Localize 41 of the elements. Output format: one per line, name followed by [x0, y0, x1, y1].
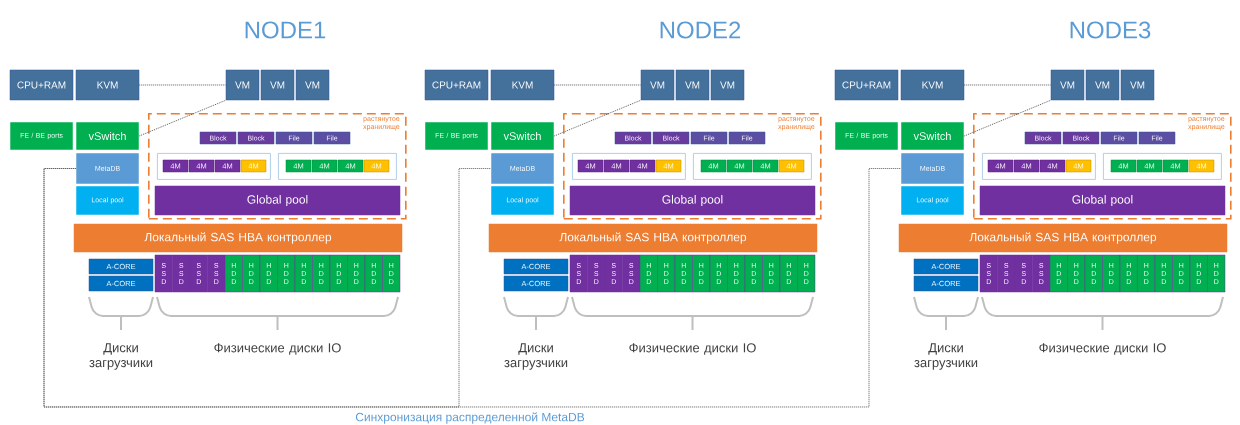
switch-box: vSwitch [900, 121, 965, 151]
connector-line [553, 84, 642, 86]
global-pool-bar: Global pool [569, 185, 816, 216]
group-label: Диски загрузчики [89, 343, 153, 370]
node-title: NODE2 [660, 21, 741, 39]
switch-box: vSwitch [75, 121, 140, 151]
vm-box: VM [260, 69, 295, 101]
controller-bar: Локальный SAS HBA контроллер [73, 223, 403, 253]
node-title: NODE1 [245, 21, 326, 39]
vm-box: VM [640, 69, 675, 101]
global-pool-bar: Global pool [979, 185, 1226, 216]
connector-line [138, 99, 227, 137]
switch-box: vSwitch [490, 121, 555, 151]
hypervisor-box: KVM [900, 69, 965, 101]
sync-label: Синхронизация распределенной MetaDB [355, 412, 585, 424]
group-label: Диски загрузчики [914, 343, 978, 370]
hypervisor-box: KVM [75, 69, 140, 101]
connector-line [553, 99, 642, 137]
connector-line [963, 84, 1052, 86]
hardware-box: CPU+RAM [834, 69, 899, 101]
group-label: Физические диски IO [1039, 343, 1166, 355]
hypervisor-box: KVM [490, 69, 555, 101]
hardware-box: CPU+RAM [424, 69, 489, 101]
controller-bar: Локальный SAS HBA контроллер [898, 223, 1228, 253]
connector-line [43, 168, 902, 408]
connector-line [138, 84, 227, 86]
vm-box: VM [675, 69, 710, 101]
connector-line [963, 99, 1052, 137]
vm-box: VM [710, 69, 745, 101]
group-label: Физические диски IO [214, 343, 341, 355]
vm-box: VM [1085, 69, 1120, 101]
vm-box: VM [1120, 69, 1155, 101]
group-label: Физические диски IO [629, 343, 756, 355]
vm-box: VM [295, 69, 330, 101]
vm-box: VM [225, 69, 260, 101]
hardware-box: CPU+RAM [9, 69, 74, 101]
global-pool-bar: Global pool [154, 185, 401, 216]
vm-box: VM [1050, 69, 1085, 101]
controller-bar: Локальный SAS HBA контроллер [488, 223, 818, 253]
group-label: Диски загрузчики [504, 343, 568, 370]
node-title: NODE3 [1070, 21, 1151, 39]
